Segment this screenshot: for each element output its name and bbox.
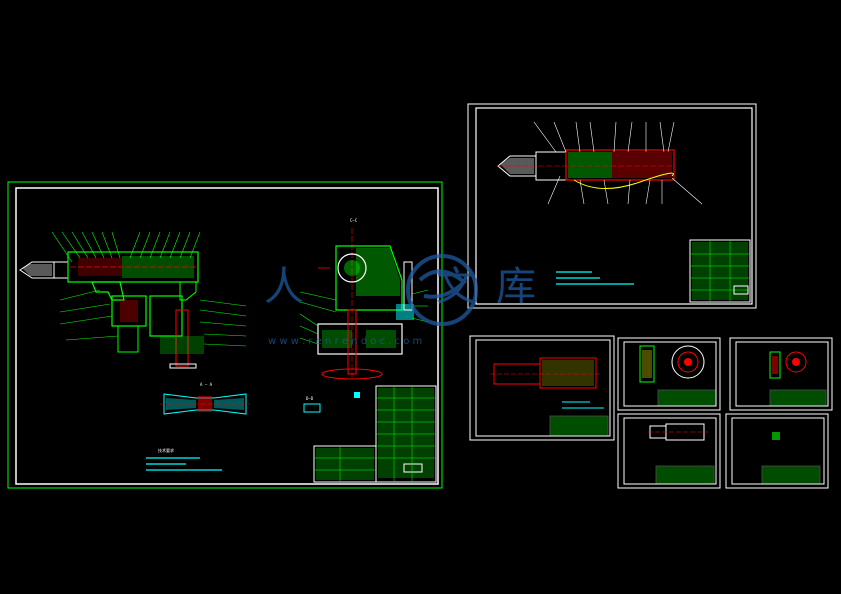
part-sheet-barrel [469, 335, 615, 441]
cc-disc [321, 368, 383, 380]
cc-rod [403, 261, 413, 311]
section-label-aa: A — A [200, 382, 213, 387]
view-label-cc: C—C [350, 218, 358, 223]
watermark: 人 文 库 w w w . r e n r e n d o c . c o m [264, 254, 536, 347]
watermark-char-wen: 文 [436, 264, 476, 310]
cc-shaft [347, 309, 357, 375]
watermark-logo-ring [406, 254, 478, 326]
section-bb: D—D [303, 392, 360, 413]
tr-leader-lines [533, 121, 703, 205]
tr-wire [573, 172, 674, 190]
title-block-cell [403, 463, 423, 473]
main-tech-notes: 技术要求 [146, 447, 222, 471]
watermark-left-char: 人 [264, 264, 304, 310]
drill-barrel [67, 251, 199, 283]
title-block-left [313, 445, 377, 483]
notes-title: 技术要求 [158, 447, 174, 453]
tr-sheet-outer [467, 103, 757, 309]
part-sheet-shaft [617, 413, 721, 489]
tr-sheet-inner [475, 107, 753, 305]
motor-foot [169, 363, 197, 369]
parts-list-rows [314, 386, 436, 482]
watermark-char-ku: 库 [496, 264, 536, 310]
part-sheet-small [725, 413, 829, 489]
cc-bearing-outer [337, 253, 367, 283]
section-label-bb: D—D [306, 396, 314, 401]
cc-bearing-inner [344, 260, 360, 276]
tr-barrel-green [568, 152, 612, 178]
part-sheet-gear [617, 337, 721, 411]
cc-base-left [322, 330, 352, 348]
cc-side-fitting [396, 304, 414, 320]
gear-housing-section [120, 300, 138, 322]
trigger-area [179, 281, 197, 301]
tr-barrel-outline [565, 149, 675, 181]
lower-gear [117, 325, 139, 353]
bb-marker [354, 392, 360, 398]
cc-leader-lines [299, 289, 429, 345]
title-block-fill [316, 448, 374, 480]
cc-housing-hatch [356, 248, 400, 296]
motor-shaft [175, 309, 189, 367]
motor-base [160, 336, 204, 354]
bb-part [303, 403, 321, 413]
tr-title-block [689, 239, 751, 303]
motor-housing [149, 295, 183, 337]
chuck-collar [53, 261, 69, 279]
watermark-url: w w w . r e n r e n d o c . c o m [268, 336, 422, 347]
parts-list-fill [378, 388, 434, 478]
watermark-logo-swirl [418, 269, 467, 299]
cc-housing [335, 245, 403, 311]
tr-notes [556, 271, 634, 285]
tr-barrel-red [612, 152, 672, 178]
side-view-cc: C—C [317, 218, 414, 380]
part-sheet-gear-2 [729, 337, 833, 411]
cc-base-block [317, 323, 403, 355]
drill-body-view [19, 251, 204, 369]
main-sheet-outer-frame [7, 181, 443, 489]
chuck-fill [22, 264, 52, 276]
main-assembly-sheet: C—C A — A [7, 181, 443, 489]
main-title-block [313, 385, 437, 483]
top-right-sheet [467, 103, 757, 309]
main-sheet-inner-frame [15, 187, 439, 485]
section-aa: A — A [160, 382, 250, 415]
cc-base-right [366, 330, 396, 348]
drill-leader-lines [51, 231, 247, 347]
